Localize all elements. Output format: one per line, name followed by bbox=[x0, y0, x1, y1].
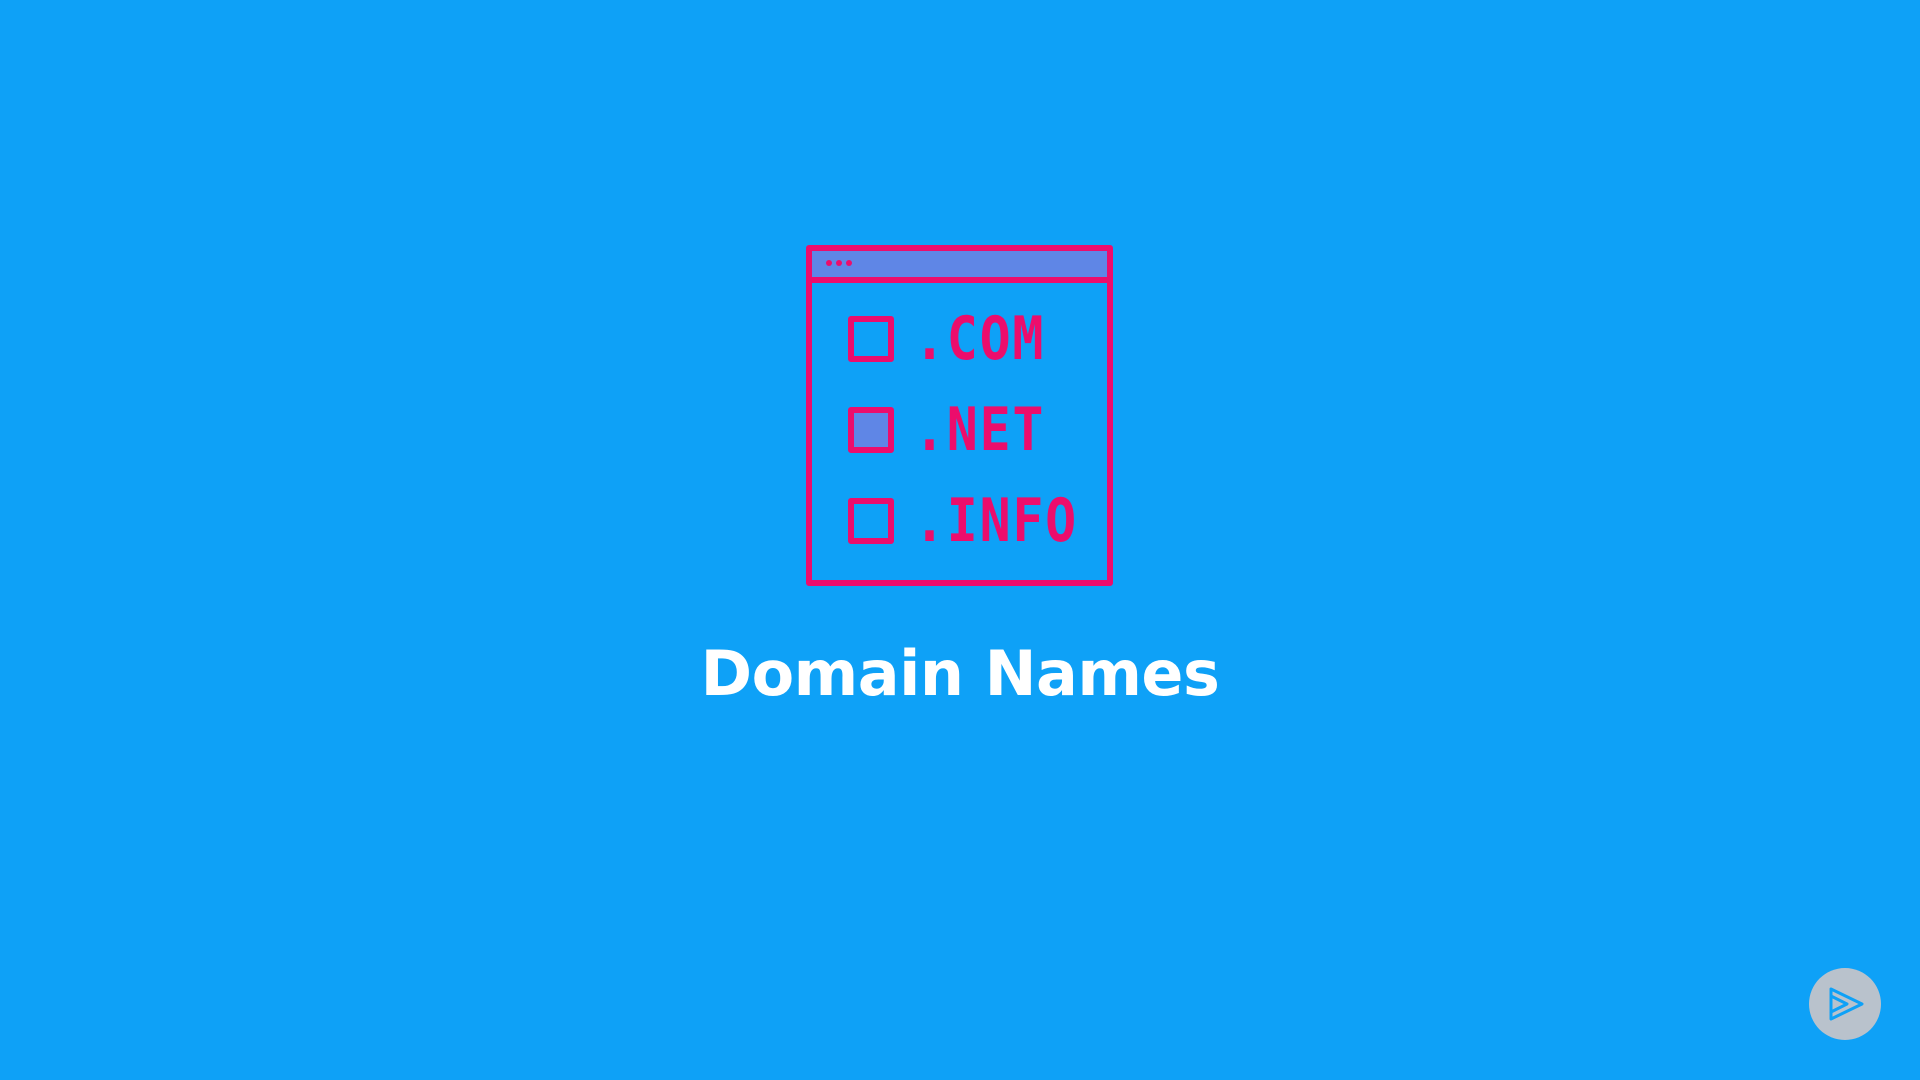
window-dot bbox=[846, 260, 852, 266]
browser-title-bar bbox=[812, 251, 1107, 283]
domain-label-net: .NET bbox=[914, 395, 1046, 465]
domain-label-info: .INFO bbox=[914, 486, 1078, 556]
domain-label-com: .COM bbox=[914, 304, 1046, 374]
domain-option-com: .COM bbox=[848, 304, 1105, 374]
brand-play-button[interactable] bbox=[1809, 968, 1881, 1040]
window-dot bbox=[836, 260, 842, 266]
play-logo-icon bbox=[1829, 987, 1864, 1021]
window-dots-icon bbox=[826, 260, 852, 266]
window-dot bbox=[826, 260, 832, 266]
domain-option-net: .NET bbox=[848, 395, 1105, 465]
domain-option-info: .INFO bbox=[848, 486, 1105, 556]
checkbox-icon bbox=[848, 498, 894, 544]
checkbox-icon bbox=[848, 316, 894, 362]
slide-title: Domain Names bbox=[700, 637, 1220, 710]
checkbox-checked-icon bbox=[848, 407, 894, 453]
browser-window-icon: .COM .NET .INFO bbox=[806, 245, 1113, 586]
domain-list: .COM .NET .INFO bbox=[848, 304, 1105, 556]
